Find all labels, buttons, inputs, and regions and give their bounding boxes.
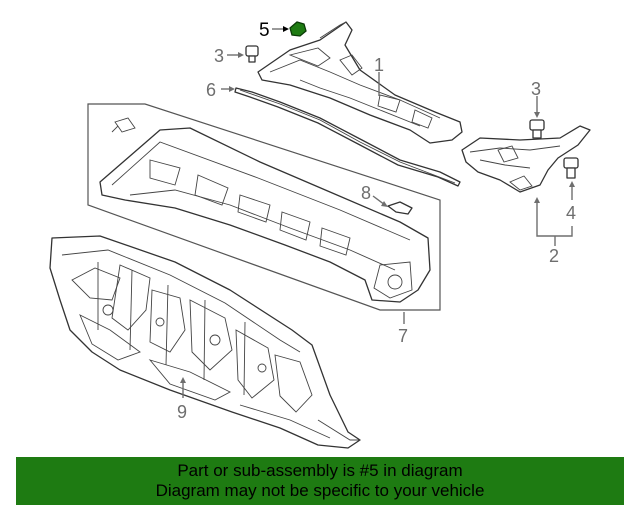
callout-4: 4 <box>566 203 576 223</box>
clip-part-3-right <box>529 119 545 139</box>
callout-3-right: 3 <box>531 79 541 99</box>
weatherstrip-part-6 <box>234 87 461 187</box>
callout-8: 8 <box>361 183 371 203</box>
banner-line-1: Part or sub-assembly is #5 in diagram <box>177 461 463 480</box>
clip-part-8 <box>387 201 413 215</box>
clip-part-3-left <box>245 45 259 63</box>
info-banner: Part or sub-assembly is #5 in diagram Di… <box>16 457 624 505</box>
callout-2: 2 <box>549 246 559 266</box>
leader-lines <box>180 26 575 398</box>
callout-1: 1 <box>374 55 384 75</box>
cowl-top-part-1 <box>257 21 463 144</box>
callout-7: 7 <box>398 326 408 346</box>
cowl-side-part-2 <box>461 125 591 193</box>
parts-diagram: 1 2 3 3 4 5 6 7 8 9 <box>49 20 591 449</box>
dashboard-panel-part-9 <box>49 235 361 449</box>
callout-9: 9 <box>177 402 187 422</box>
dashboard-upper-part-7 <box>87 103 441 311</box>
bolt-part-4 <box>563 157 579 179</box>
callout-6: 6 <box>206 80 216 100</box>
banner-line-2: Diagram may not be specific to your vehi… <box>155 481 485 500</box>
callout-3-left: 3 <box>214 46 224 66</box>
callout-5: 5 <box>259 20 270 41</box>
highlighted-part-5 <box>289 21 307 37</box>
